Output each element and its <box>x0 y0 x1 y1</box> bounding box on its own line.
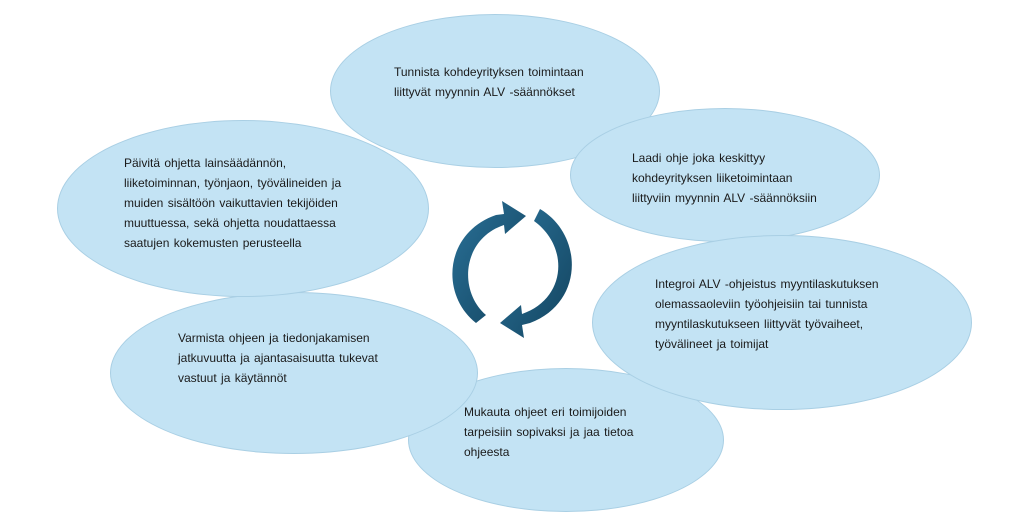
step-3-text: Integroi ALV -ohjeistus myyntilaskutukse… <box>655 277 879 351</box>
cycle-arrow-upper <box>452 201 526 323</box>
step-3-ellipse <box>592 235 972 410</box>
cycle-arrow-lower <box>500 209 572 338</box>
step-2-text: Laadi ohje joka keskittyy kohdeyrityksen… <box>632 151 817 205</box>
step-5-ellipse <box>110 292 478 454</box>
step-6-text: Päivitä ohjetta lainsäädännön, liiketoim… <box>124 156 342 250</box>
step-6-ellipse <box>57 120 429 297</box>
step-5-text: Varmista ohjeen ja tiedonjakamisen jatku… <box>178 331 378 385</box>
cycle-arrows-icon <box>452 201 572 338</box>
step-1-text: Tunnista kohdeyrityksen toimintaan liitt… <box>394 65 584 99</box>
step-2-ellipse <box>570 108 880 242</box>
step-4-text: Mukauta ohjeet eri toimijoiden tarpeisii… <box>464 405 634 459</box>
